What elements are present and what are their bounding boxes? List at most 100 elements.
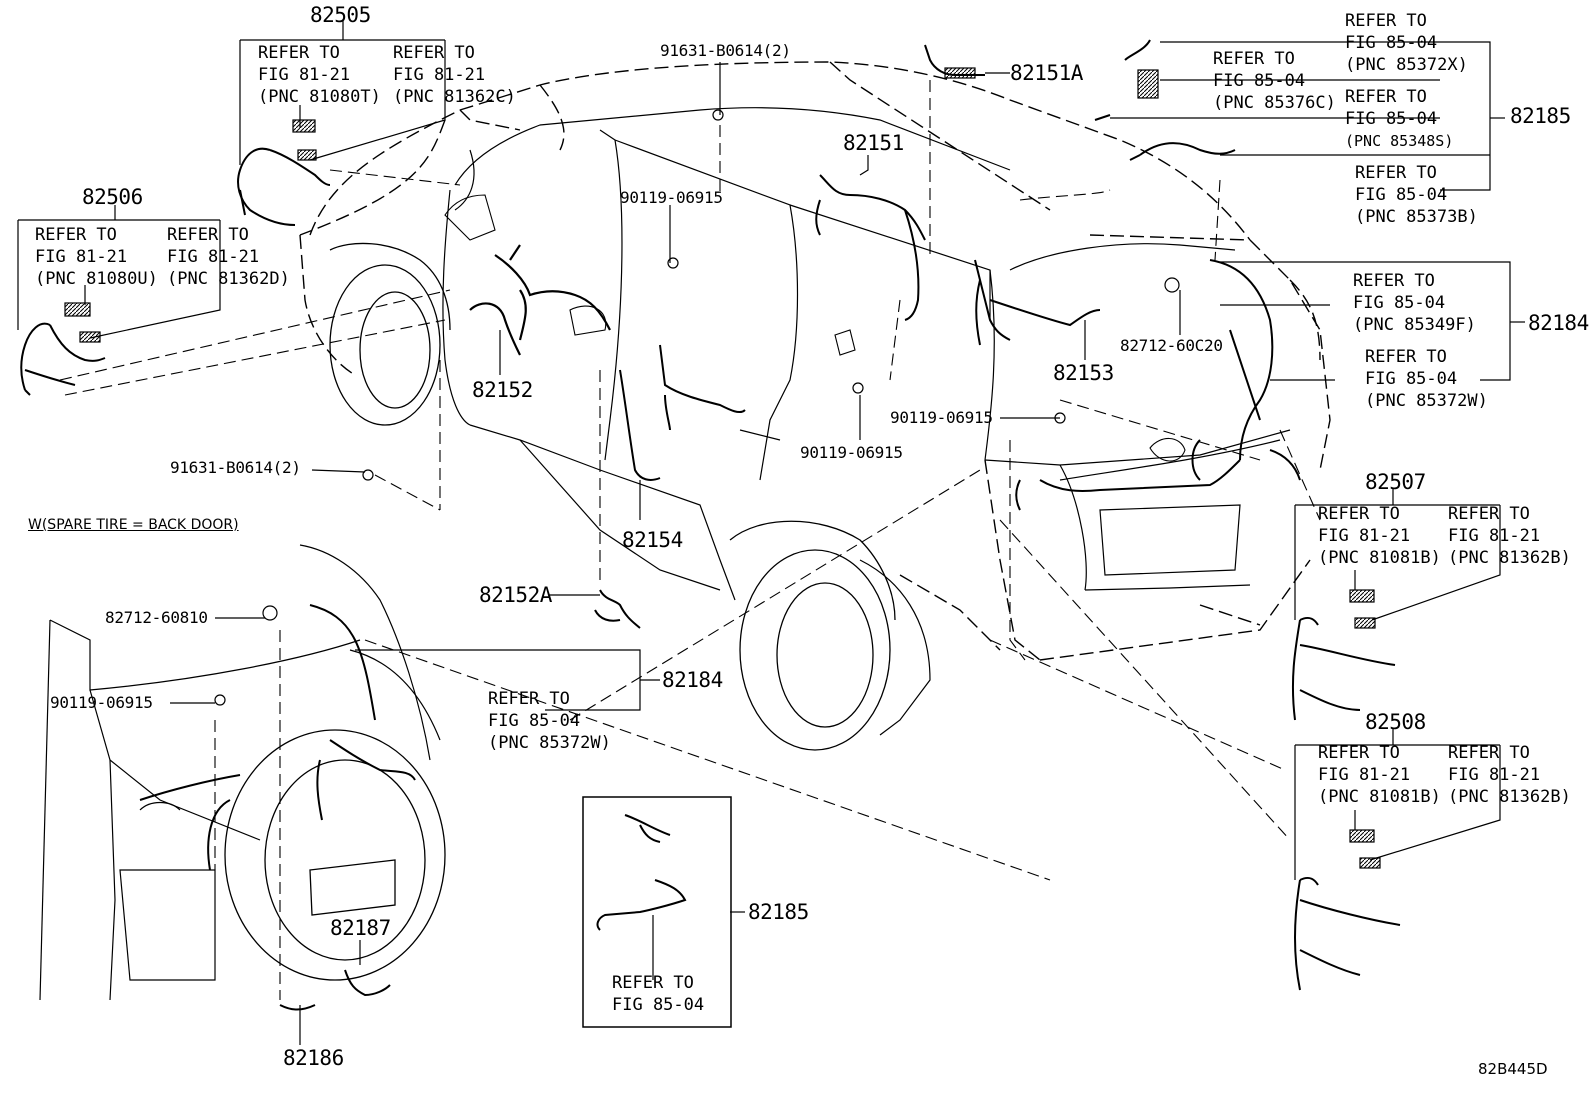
refer-line: (PNC 81362D) [167,269,290,289]
refer-line: FIG 81-21 [35,247,128,267]
refer-line: REFER TO [612,973,694,993]
refer-line: (PNC 85376C) [1213,93,1336,113]
refer-line: FIG 81-21 [1318,526,1411,546]
pnc-label-82507: 82507 [1365,470,1426,494]
refer-line: FIG 85-04 [612,995,705,1015]
refer-line: REFER TO [1345,11,1427,31]
refer-82184-inset: REFER TO FIG 85-04 (PNC 85372W) [488,688,611,754]
refer-82185-a: REFER TO FIG 85-04 (PNC 85372X) [1345,10,1468,76]
refer-line: (PNC 85373B) [1355,207,1478,227]
refer-line: (PNC 81362B) [1448,548,1571,568]
refer-line: REFER TO [488,689,570,709]
harness-82507 [1291,616,1396,721]
refer-line: REFER TO [1318,743,1400,763]
front-wheel [329,242,451,426]
harness-82184-main [1015,259,1301,511]
refer-line: FIG 81-21 [167,247,260,267]
refer-line: FIG 81-21 [393,65,486,85]
part-91631-left: 91631-B0614(2) [170,458,301,477]
pnc-label-82151: 82151 [843,131,904,155]
pnc-label-82508: 82508 [1365,710,1426,734]
vehicle-body-outline [299,61,1331,661]
refer-82185-b: REFER TO FIG 85-04 (PNC 85376C) [1213,48,1336,114]
refer-line: (PNC 81080T) [258,87,381,107]
diagram-code: 82B445D [1478,1060,1548,1078]
vehicle-body-lines [442,107,1291,736]
harness-82505 [237,147,331,226]
refer-line: (PNC 81080U) [35,269,158,289]
refer-line: REFER TO [1345,87,1427,107]
harness-82151 [815,174,926,321]
inset-spare-tire [224,729,446,981]
pnc-label-82154: 82154 [622,528,683,552]
harness-82506 [20,322,106,396]
refer-line: (PNC 81081B) [1318,787,1441,807]
inset-back-door [39,544,441,1001]
refer-line: REFER TO [1213,49,1295,69]
pnc-label-82184-inset: 82184 [662,668,723,692]
pnc-label-82152A: 82152A [479,583,552,607]
refer-line: REFER TO [1353,271,1435,291]
refer-line: FIG 85-04 [1353,293,1446,313]
refer-82507-b: REFER TO FIG 81-21 (PNC 81362B) [1448,503,1571,569]
part-82712-60810: 82712-60810 [105,608,208,627]
refer-line: (PNC 81081B) [1318,548,1441,568]
refer-82505-b: REFER TO FIG 81-21 (PNC 81362C) [393,42,516,108]
pnc-label-82153: 82153 [1053,361,1114,385]
part-90119-right: 90119-06915 [890,408,993,427]
pnc-label-82506: 82506 [82,185,143,209]
refer-82507-a: REFER TO FIG 81-21 (PNC 81081B) [1318,503,1441,569]
refer-line: (PNC 85372X) [1345,55,1468,75]
part-91631-top: 91631-B0614(2) [660,41,791,60]
inset-harness [139,604,416,1011]
pnc-label-82186: 82186 [283,1046,344,1070]
refer-line: FIG 85-04 [1345,109,1438,129]
refer-line: (PNC 81362B) [1448,787,1571,807]
refer-line: FIG 85-04 [1345,33,1438,53]
refer-line: FIG 85-04 [488,711,581,731]
refer-line: REFER TO [167,225,249,245]
refer-line: REFER TO [1448,504,1530,524]
pnc-label-82505: 82505 [310,3,371,27]
refer-line: FIG 81-21 [258,65,351,85]
part-90119-middle: 90119-06915 [800,443,903,462]
refer-line: REFER TO [393,43,475,63]
refer-line: (PNC 85348S) [1345,132,1454,150]
pnc-label-82184-right: 82184 [1528,311,1589,335]
refer-line: REFER TO [1318,504,1400,524]
refer-line: (PNC 81362C) [393,87,516,107]
refer-82508-a: REFER TO FIG 81-21 (PNC 81081B) [1318,742,1441,808]
refer-82185-inset: REFER TO FIG 85-04 [612,972,704,1016]
spare-tire-note: W(SPARE TIRE = BACK DOOR) [28,517,239,533]
refer-line: FIG 81-21 [1448,765,1541,785]
pnc-label-82152: 82152 [472,378,533,402]
refer-line: FIG 85-04 [1365,369,1458,389]
refer-82506-b: REFER TO FIG 81-21 (PNC 81362D) [167,224,290,290]
refer-line: (PNC 85349F) [1353,315,1476,335]
refer-82185-c: REFER TO FIG 85-04 (PNC 85348S) [1345,86,1453,152]
pnc-label-82151A: 82151A [1010,61,1083,85]
harness-82152A [594,589,641,629]
refer-line: REFER TO [1355,163,1437,183]
refer-82185-d: REFER TO FIG 85-04 (PNC 85373B) [1355,162,1478,228]
refer-82506-a: REFER TO FIG 81-21 (PNC 81080U) [35,224,158,290]
door-panels [444,194,1186,462]
refer-line: FIG 85-04 [1213,71,1306,91]
label-leaders [17,20,1525,1045]
refer-line: FIG 85-04 [1355,185,1448,205]
harness-82185-top [1094,39,1236,161]
refer-line: FIG 81-21 [1318,765,1411,785]
harness-82508 [1294,876,1401,991]
refer-line: (PNC 85372W) [1365,391,1488,411]
harness-82154 [619,344,746,481]
pnc-label-82185-inset: 82185 [748,900,809,924]
harness-82185-inset [596,814,687,931]
harness-82152 [469,244,611,356]
part-90119-top: 90119-06915 [620,188,723,207]
pnc-label-82185-top: 82185 [1510,104,1571,128]
refer-82184-b: REFER TO FIG 85-04 (PNC 85372W) [1365,346,1488,412]
refer-line: REFER TO [258,43,340,63]
projection-lines [59,80,1321,1000]
